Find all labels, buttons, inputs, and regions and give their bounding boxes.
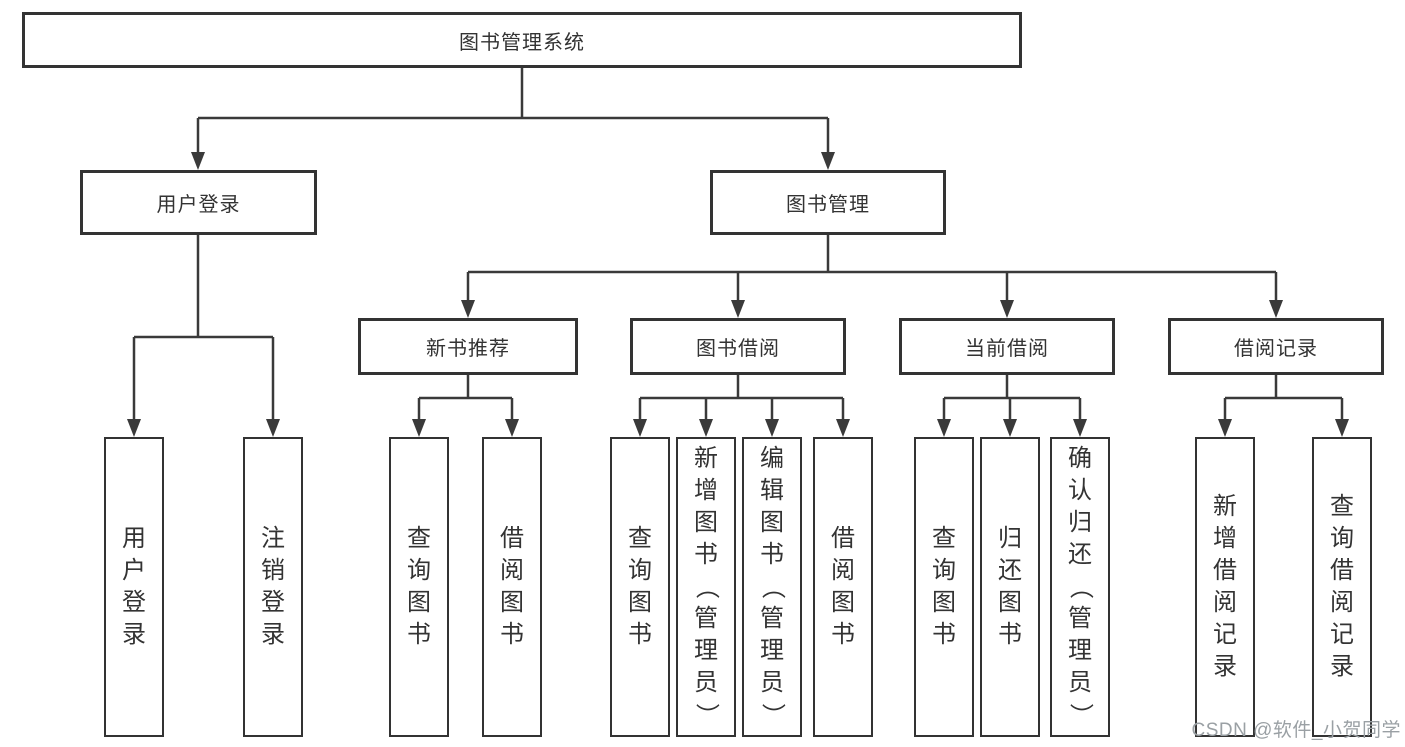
connector-book-management-children — [461, 234, 1283, 318]
leaf-add-book-admin: 新增图书（管理员） — [676, 437, 736, 737]
node-new-book-recommend: 新书推荐 — [358, 318, 578, 375]
node-book-borrow: 图书借阅 — [630, 318, 846, 375]
leaf-current-query-books: 查询图书 — [914, 437, 974, 737]
connector-root-to-level2 — [191, 66, 835, 170]
connector-current-borrow-children — [937, 375, 1087, 437]
node-current-borrow: 当前借阅 — [899, 318, 1115, 375]
node-root: 图书管理系统 — [22, 12, 1022, 68]
leaf-return-books: 归还图书 — [980, 437, 1040, 737]
leaf-recommend-query-books: 查询图书 — [389, 437, 449, 737]
leaf-edit-book-admin: 编辑图书（管理员） — [742, 437, 802, 737]
leaf-logout-login: 注销登录 — [243, 437, 303, 737]
leaf-recommend-borrow-books: 借阅图书 — [482, 437, 542, 737]
connector-book-borrow-children — [633, 375, 850, 437]
leaf-confirm-return-admin: 确认归还（管理员） — [1050, 437, 1110, 737]
leaf-add-borrow-record: 新增借阅记录 — [1195, 437, 1255, 737]
leaf-borrow-query-books: 查询图书 — [610, 437, 670, 737]
node-borrow-records: 借阅记录 — [1168, 318, 1384, 375]
connector-new-book-recommend-children — [412, 375, 519, 437]
leaf-user-login: 用户登录 — [104, 437, 164, 737]
csdn-watermark: CSDN @软件_小贺同学 — [1191, 720, 1401, 741]
connector-borrow-records-children — [1218, 375, 1349, 437]
node-book-management: 图书管理 — [710, 170, 946, 235]
node-user-login: 用户登录 — [80, 170, 317, 235]
leaf-query-borrow-record: 查询借阅记录 — [1312, 437, 1372, 737]
connector-user-login-children — [127, 234, 280, 437]
leaf-borrow-books: 借阅图书 — [813, 437, 873, 737]
